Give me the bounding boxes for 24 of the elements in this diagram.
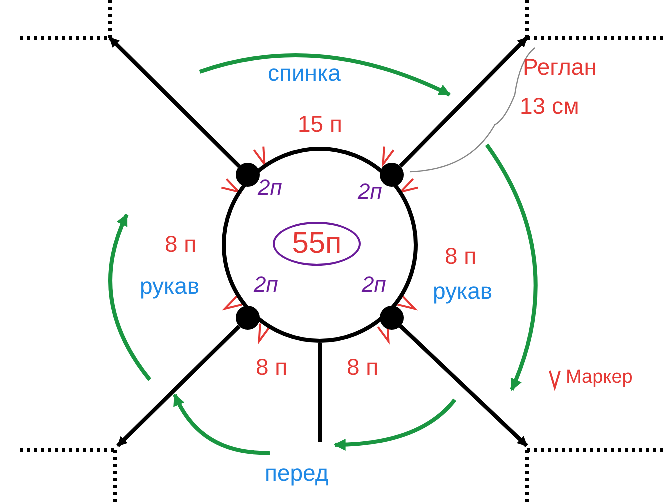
stitch-count: 2п (254, 274, 278, 296)
length-label: 13 см (520, 95, 580, 118)
stitch-count: 15 п (298, 113, 342, 136)
center-line (318, 343, 322, 442)
stitch-count: 2п (358, 181, 382, 203)
count-ellipse (273, 222, 361, 266)
arrow (399, 36, 528, 168)
arrow (116, 325, 241, 448)
stitch-count: 8 п (445, 245, 477, 268)
stitch-count: 8 п (347, 356, 379, 379)
front-label: перед (265, 462, 329, 485)
stitch-count: 55п (292, 227, 342, 261)
arrow (108, 36, 241, 168)
back-label: спинка (268, 62, 341, 85)
neckline-circle (222, 147, 418, 343)
stitch-count: 8 п (165, 233, 197, 256)
stitch-count: 8 п (256, 356, 288, 379)
raglan-label: Реглан (523, 56, 597, 79)
stitch-count: 2п (258, 177, 282, 199)
legend-label: Маркер (566, 368, 633, 387)
sleeve-label: рукав (140, 275, 200, 298)
arrow (399, 324, 528, 448)
sleeve-label: рукав (433, 280, 493, 303)
stitch-count: 2п (362, 274, 386, 296)
